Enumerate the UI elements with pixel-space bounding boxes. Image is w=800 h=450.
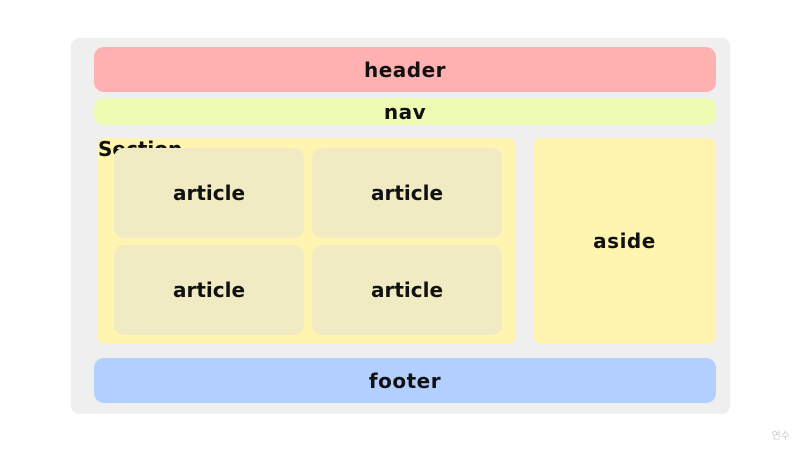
footer-box: footer [94,358,716,403]
article-label: article [370,278,444,302]
header-label: header [363,57,447,82]
nav-box: nav [94,98,716,125]
nav-label: nav [383,99,427,124]
article-box-4: article [312,245,502,335]
article-box-1: article [114,148,304,238]
footer-label: footer [368,368,442,393]
article-label: article [172,181,246,205]
header-box: header [94,47,716,92]
article-label: article [370,181,444,205]
article-label: article [172,278,246,302]
article-box-2: article [312,148,502,238]
article-box-3: article [114,245,304,335]
aside-label: aside [593,229,656,253]
aside-box: aside [533,138,716,344]
watermark: 연수 [771,431,790,442]
